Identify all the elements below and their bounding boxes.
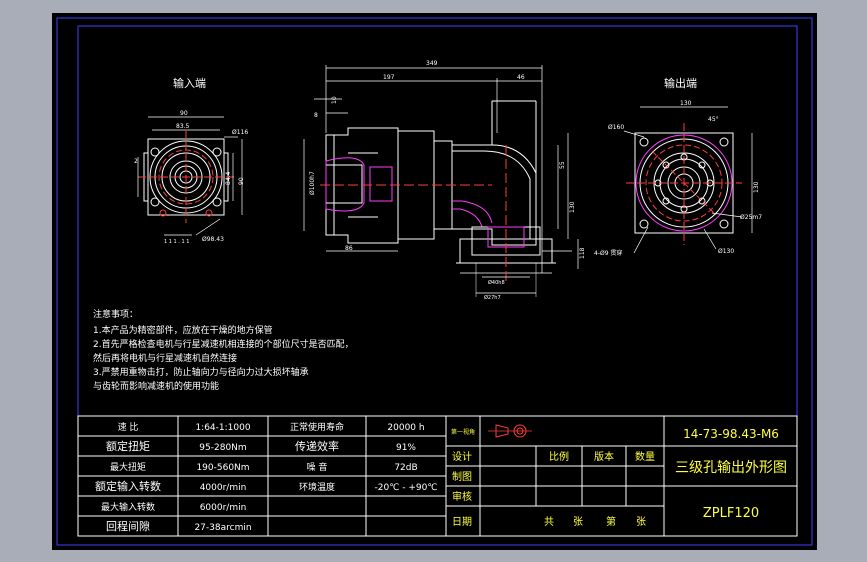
svg-text:8: 8 (314, 112, 318, 119)
svg-text:118: 118 (579, 247, 586, 259)
note-line: 然后再将电机与行星减速机自然连接 (93, 352, 237, 364)
svg-text:84.4: 84.4 (225, 171, 232, 185)
model-number: ZPLF120 (703, 506, 759, 521)
input-end-view: 输入端 90 83.5 Ø116 84.4 90 Ø98.43 1 1 1 . … (134, 76, 248, 245)
design-label: 设计 (452, 450, 472, 463)
svg-text:349: 349 (426, 60, 438, 67)
spec-value: 95-280Nm (199, 443, 246, 453)
spec-label2: 传递效率 (295, 439, 339, 453)
spec-value: 4000r/min (200, 483, 247, 493)
svg-text:4-Ø9 贯穿: 4-Ø9 贯穿 (594, 249, 622, 257)
svg-text:130: 130 (753, 181, 760, 193)
input-view-title: 输入端 (173, 76, 206, 90)
review-label: 审核 (452, 490, 472, 503)
note-line: 2.首先严格检查电机与行星减速机相连接的个部位尺寸是否匹配， (93, 338, 354, 350)
svg-text:Ø25m7: Ø25m7 (740, 214, 762, 221)
note-line: 与齿轮而影响减速机的使用功能 (93, 380, 219, 392)
svg-text:Ø100h7: Ø100h7 (309, 171, 316, 195)
drawing-name: 三级孔输出外形图 (675, 460, 787, 476)
projection-symbol-icon (488, 424, 532, 438)
spec-table: 速 比 1:64-1:1000 正常使用寿命 20000 h 额定扭矩 95-2… (77, 415, 447, 537)
svg-text:90: 90 (180, 110, 188, 117)
total-label: 共 (544, 516, 554, 528)
notes-block: 注意事项： 1.本产品为精密部件，应放在干燥的地方保管 2.首先严格检查电机与行… (93, 308, 354, 392)
svg-text:Ø27h7: Ø27h7 (484, 294, 501, 301)
spec-value2: -20℃ - +90℃ (375, 483, 438, 493)
svg-text:Ø40h8: Ø40h8 (488, 279, 505, 286)
cad-drawing: 输入端 90 83.5 Ø116 84.4 90 Ø98.43 1 1 1 . … (56, 17, 813, 546)
scale-label: 比例 (549, 450, 569, 463)
notes-title: 注意事项： (93, 308, 138, 320)
spec-label2: 噪 音 (307, 461, 328, 473)
svg-text:Ø130: Ø130 (718, 248, 734, 255)
spec-value: 190-560Nm (196, 463, 249, 473)
spec-label: 速 比 (118, 421, 139, 433)
spec-label: 额定输入转数 (95, 479, 161, 493)
drawing-number: 14-73-98.43-M6 (683, 427, 779, 441)
spec-label: 最大扭矩 (110, 461, 146, 473)
svg-text:1 1 1 . 1 1: 1 1 1 . 1 1 (164, 239, 189, 245)
svg-text:Ø160: Ø160 (608, 124, 624, 131)
svg-text:10: 10 (331, 96, 338, 104)
outer-frame (56, 17, 813, 546)
spec-label: 回程间隙 (106, 519, 150, 533)
svg-text:197: 197 (383, 74, 395, 81)
spec-value: 1:64-1:1000 (195, 423, 250, 433)
svg-text:Ø98.43: Ø98.43 (202, 236, 224, 243)
note-line: 1.本产品为精密部件，应放在干燥的地方保管 (93, 324, 273, 336)
svg-text:130: 130 (569, 201, 576, 213)
svg-text:130: 130 (680, 100, 692, 107)
svg-text:45°: 45° (708, 116, 719, 123)
drawing-sheet: 输入端 90 83.5 Ø116 84.4 90 Ø98.43 1 1 1 . … (52, 13, 817, 550)
page-label: 第 (606, 515, 616, 528)
spec-label: 额定扭矩 (106, 439, 150, 453)
spec-label: 最大输入转数 (101, 501, 155, 513)
svg-text:90: 90 (238, 177, 245, 185)
note-line: 3.严禁用重物击打，防止轴向力与径向力过大损坏轴承 (93, 366, 309, 378)
output-view-title: 输出端 (664, 76, 697, 90)
version-label: 版本 (594, 450, 614, 463)
spec-label2: 环境温度 (299, 481, 335, 493)
svg-text:46: 46 (517, 74, 525, 81)
output-end-view: 输出端 130 45° Ø160 130 Ø25m7 4-Ø9 贯穿 (594, 76, 762, 257)
section-view: 349 197 46 10 8 Ø100h7 (303, 60, 586, 301)
spec-value: 27-38arcmin (194, 523, 251, 533)
spec-value2: 20000 h (387, 423, 424, 433)
svg-text:Ø116: Ø116 (232, 129, 248, 136)
spec-label2: 正常使用寿命 (290, 421, 344, 433)
svg-text:86: 86 (345, 245, 353, 252)
spec-value: 6000r/min (200, 503, 247, 513)
spec-value2: 72dB (394, 463, 417, 473)
sheet-label: 张 (573, 516, 583, 528)
quantity-label: 数量 (635, 450, 655, 463)
date-label: 日期 (452, 516, 472, 528)
svg-text:83.5: 83.5 (176, 123, 190, 130)
spec-value2: 91% (396, 443, 416, 453)
svg-text:55: 55 (559, 161, 566, 169)
drawn-label: 制图 (452, 470, 472, 483)
projection-label: 第一视角 (451, 428, 475, 436)
page-suffix-label: 张 (636, 516, 646, 528)
title-block: 第一视角 设计 制图 审核 日期 比例 版本 数量 共 张 第 张 14-73-… (445, 415, 798, 537)
svg-text:2: 2 (134, 158, 138, 165)
